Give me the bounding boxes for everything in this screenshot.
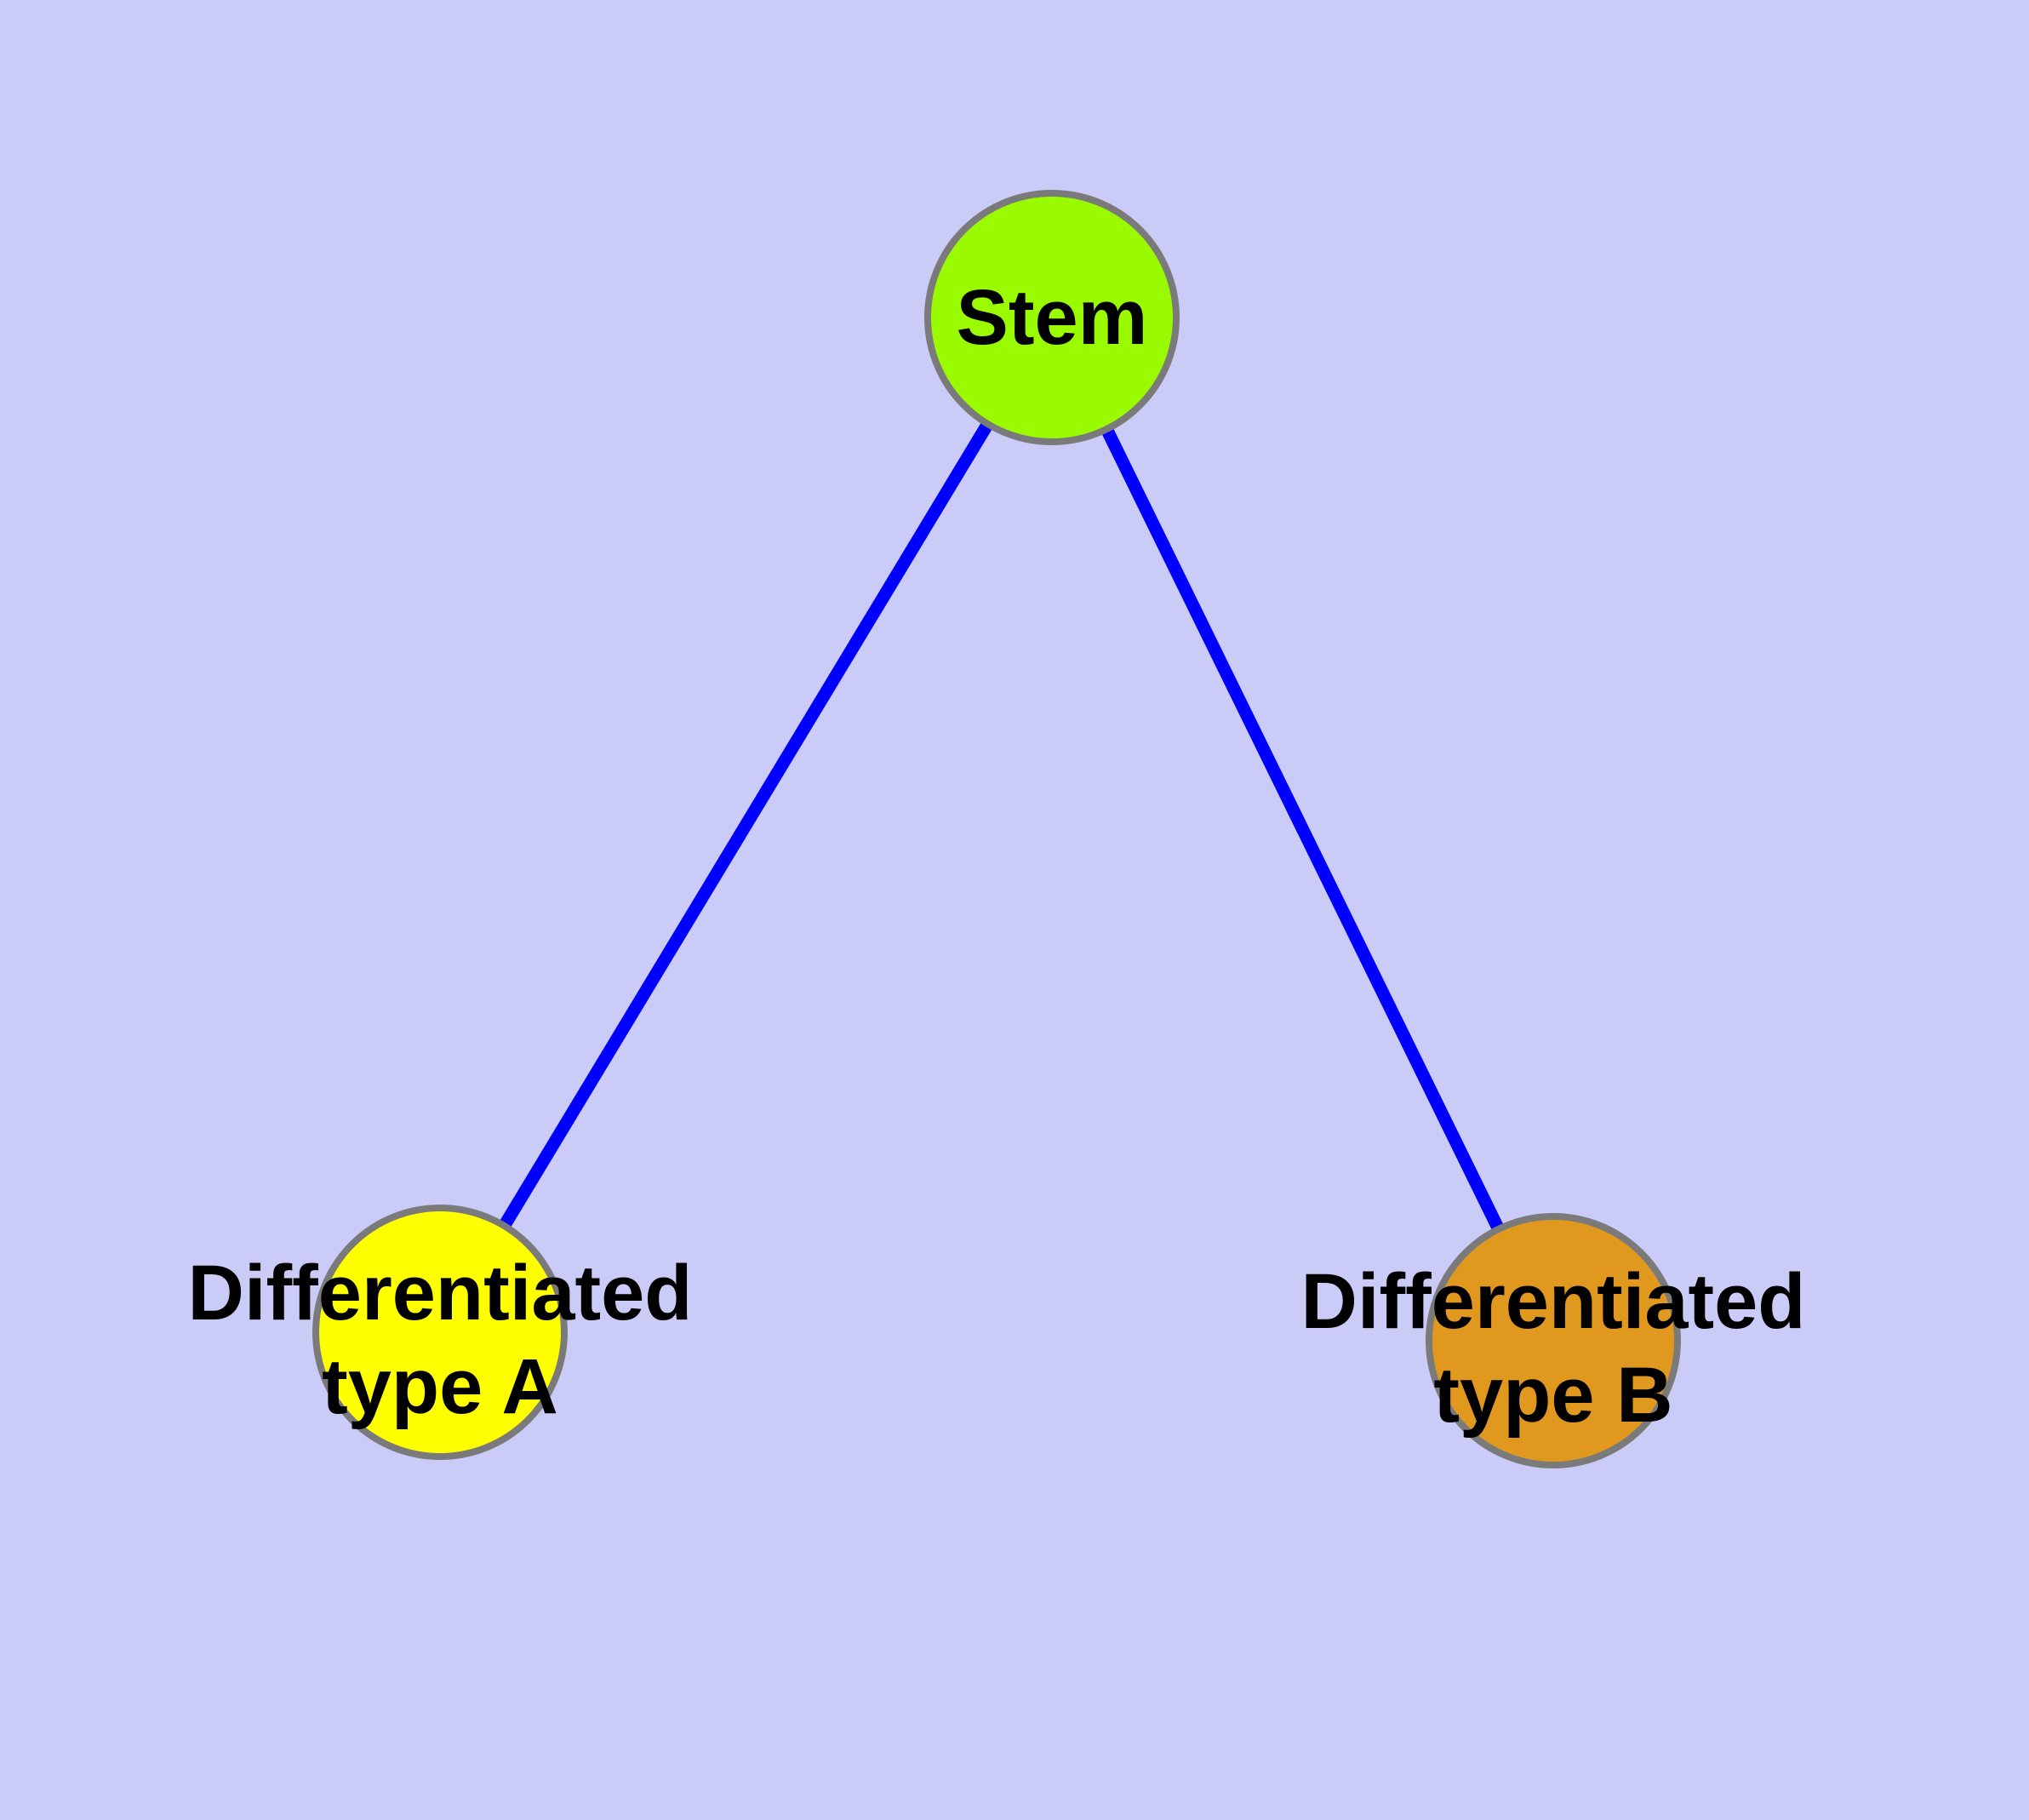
node-differentiated-type-b: Differentiated type B <box>1301 1213 1805 1468</box>
edge-stem-to-type-a <box>434 314 1058 1336</box>
node-differentiated-type-a: Differentiated type A <box>188 1205 692 1460</box>
node-stem-label: Stem <box>956 274 1148 361</box>
edge-stem-to-type-b <box>1046 314 1559 1344</box>
node-stem: Stem <box>924 190 1180 445</box>
node-differentiated-type-a-label: Differentiated type A <box>187 1250 693 1430</box>
node-differentiated-type-b-label: Differentiated type B <box>1300 1258 1806 1439</box>
